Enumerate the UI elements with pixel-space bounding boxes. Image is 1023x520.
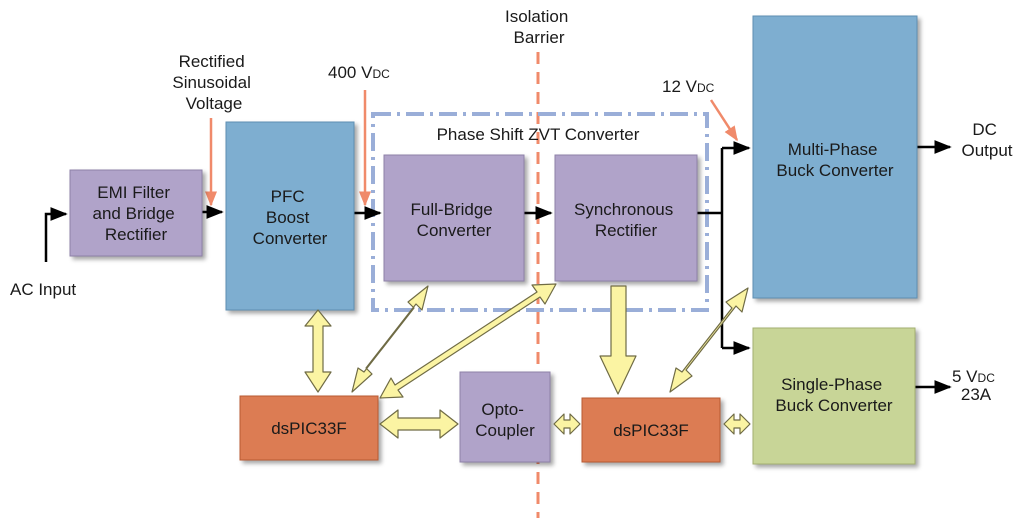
multi-phase-buck-block xyxy=(752,15,918,299)
opto-coupler-label: Opto- Coupler xyxy=(475,400,535,440)
arrow-syncrect-dspic xyxy=(379,283,557,399)
single-phase-buck-block xyxy=(752,327,916,465)
arrow-opto-dspic xyxy=(553,413,581,435)
pfc-boost-label: PFC Boost Converter xyxy=(253,187,328,248)
opto-coupler-block xyxy=(459,371,551,463)
isolation-barrier-label: Isolation Barrier xyxy=(505,7,573,47)
voltage-12vdc-label: 12 VDC xyxy=(662,77,715,96)
voltage-5vdc-label: 5 VDC xyxy=(952,367,995,386)
rectified-voltage-label: Rectified Sinusoidal Voltage xyxy=(172,52,255,113)
dc-output-label: DC Output xyxy=(961,120,1012,160)
full-bridge-label: Full-Bridge Converter xyxy=(411,200,498,240)
full-bridge-block xyxy=(383,154,525,282)
single-phase-buck-label: Single-Phase Buck Converter xyxy=(775,375,892,415)
voltage-indicator-arrows xyxy=(205,90,739,207)
arrow-dspic-opto xyxy=(379,409,459,439)
arrow-syncrect-dspic-right xyxy=(599,285,637,395)
dspic-right-block xyxy=(581,397,721,463)
sync-rectifier-block xyxy=(554,154,698,282)
arrow-fullbridge-dspic xyxy=(351,285,429,393)
multi-phase-buck-label: Multi-Phase Buck Converter xyxy=(776,140,893,180)
emi-filter-block xyxy=(69,169,203,257)
current-23a-label: 23A xyxy=(961,385,992,404)
pfc-boost-block xyxy=(225,121,355,311)
sync-rectifier-label: Synchronous Rectifier xyxy=(574,200,678,240)
control-arrows xyxy=(304,283,751,439)
arrow-pfc-dspic xyxy=(304,309,332,393)
phase-shift-zvt-label: Phase Shift ZVT Converter xyxy=(437,125,640,144)
ac-input-label: AC Input xyxy=(10,280,76,299)
arrow-multiphase-dspic xyxy=(669,287,749,393)
dspic-left-block xyxy=(239,395,379,461)
dspic-right-label: dsPIC33F xyxy=(613,421,689,440)
emi-filter-label: EMI Filter and Bridge Rectifier xyxy=(93,183,180,244)
dspic-left-label: dsPIC33F xyxy=(271,419,347,438)
arrow-dspic-singlephase xyxy=(723,413,751,435)
voltage-400vdc-label: 400 VDC xyxy=(328,63,390,82)
power-path-wires xyxy=(44,140,952,394)
